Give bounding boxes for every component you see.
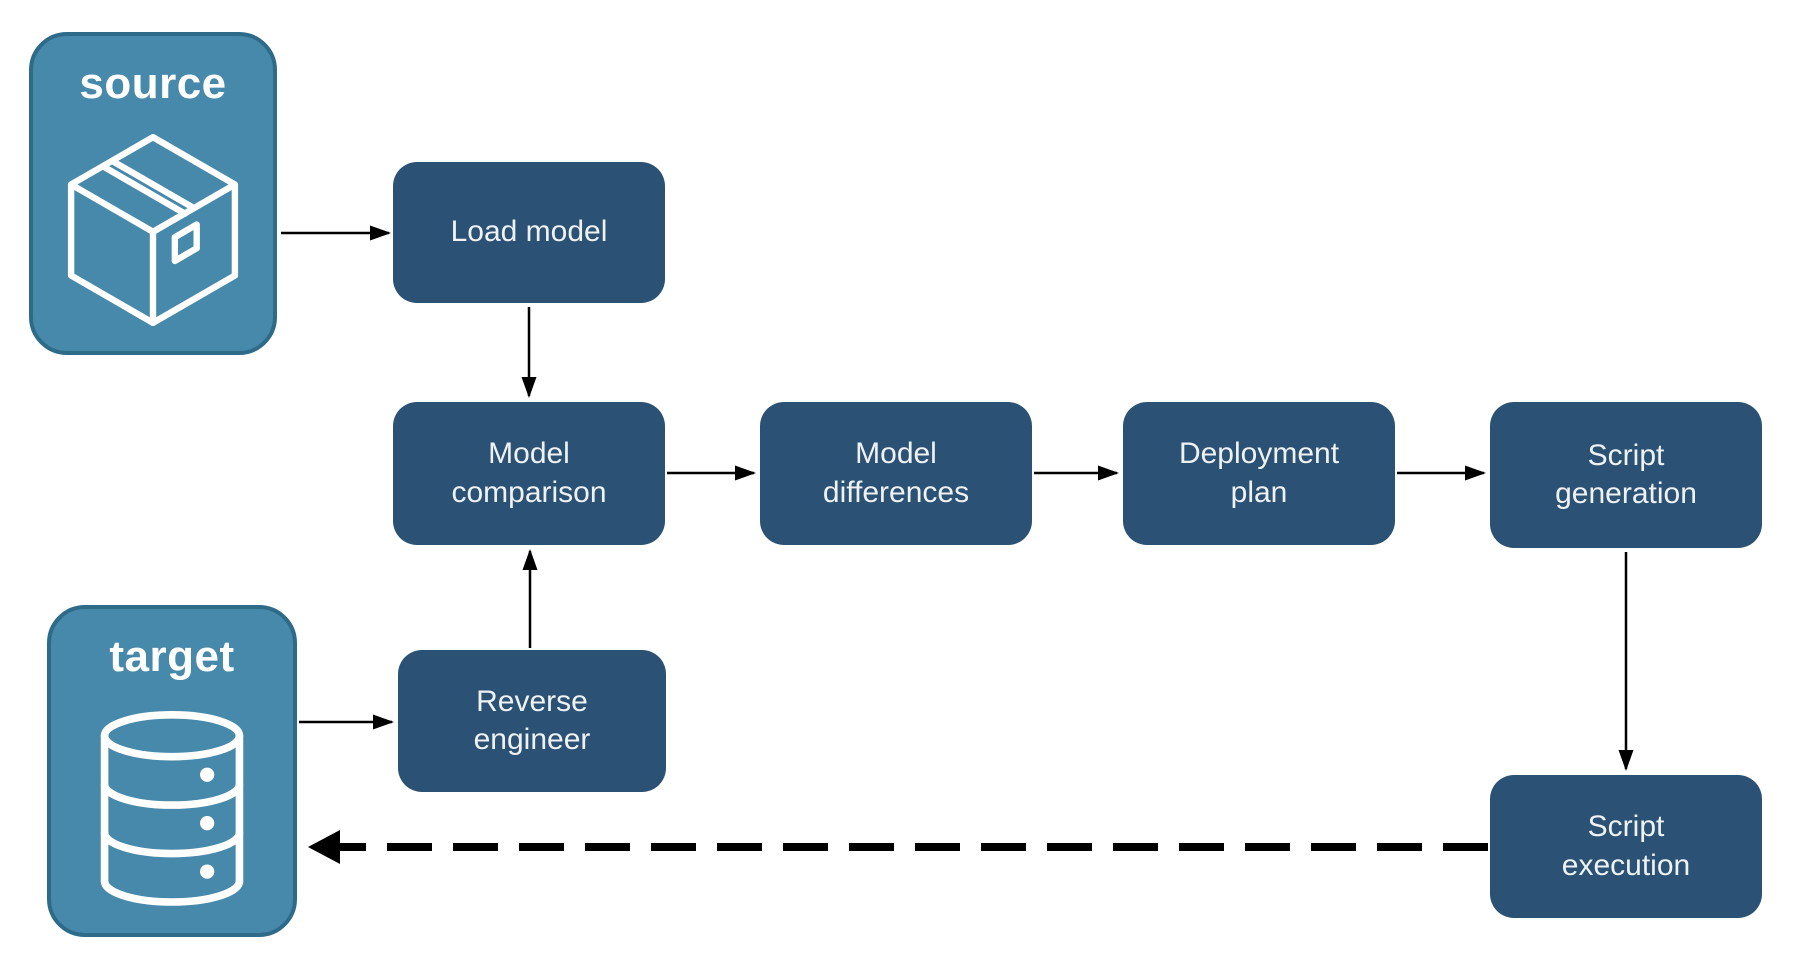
- node-reverse-engineer: Reverse engineer: [398, 650, 666, 792]
- source-label: source: [79, 59, 227, 108]
- step-label: Model differences: [822, 437, 970, 509]
- node-load-model: Load model: [393, 162, 665, 303]
- database-icon: [51, 681, 293, 933]
- node-script-execution: Script execution: [1490, 775, 1762, 918]
- package-icon: [33, 108, 273, 351]
- node-model-differences: Model differences: [760, 402, 1032, 545]
- node-model-comparison: Model comparison: [393, 402, 665, 545]
- node-deployment-plan: Deployment plan: [1123, 402, 1395, 545]
- step-label: Script generation: [1555, 438, 1697, 510]
- step-label: Deployment plan: [1178, 437, 1340, 509]
- step-label: Model comparison: [451, 437, 607, 509]
- node-target: target: [47, 605, 297, 937]
- node-script-generation: Script generation: [1490, 402, 1762, 548]
- target-label: target: [109, 632, 235, 681]
- step-label: Load model: [450, 215, 608, 249]
- step-label: Reverse engineer: [473, 684, 591, 756]
- step-label: Script execution: [1561, 810, 1691, 882]
- node-source: source: [29, 32, 277, 355]
